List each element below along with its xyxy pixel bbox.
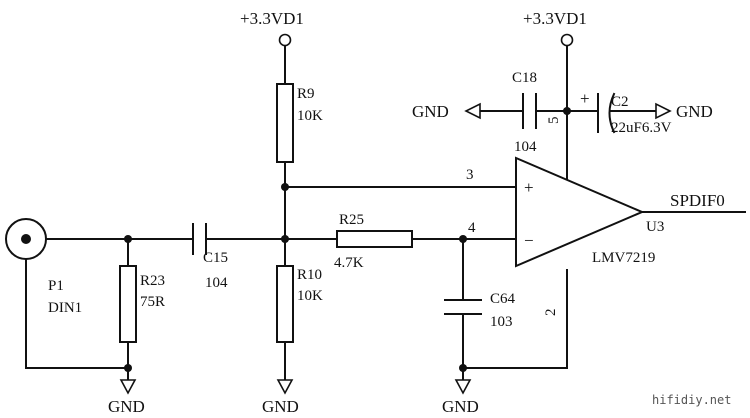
gnd-label: GND xyxy=(262,397,299,416)
opamp-u3: + − 3 4 5 2 U3 LMV7219 SPDIF0 xyxy=(466,117,725,317)
r9-value-label: 10K xyxy=(297,108,323,124)
c18-ref-label: C18 xyxy=(512,70,537,86)
ground-icon xyxy=(454,379,472,395)
resistor-r9: R9 10K xyxy=(276,83,323,163)
gnd-r23: GND xyxy=(108,379,145,416)
junction-dot xyxy=(281,235,289,243)
output-net-label: SPDIF0 xyxy=(670,191,725,210)
watermark-text: hifidiy.net xyxy=(652,393,731,407)
capacitor-c64: C64 103 xyxy=(444,291,516,330)
c64-value-label: 103 xyxy=(490,314,513,330)
opamp-plus-sign: + xyxy=(524,178,534,197)
gnd-label: GND xyxy=(442,397,479,416)
r23-value-label: 75R xyxy=(140,294,165,310)
junction-dot xyxy=(281,183,289,191)
gnd-c18: GND xyxy=(412,102,481,121)
ground-icon xyxy=(655,102,672,120)
power-right-label: +3.3VD1 xyxy=(523,9,587,28)
p1-ref-label: P1 xyxy=(48,278,64,294)
c2-polarity-mark: + xyxy=(580,89,590,108)
r9-ref-label: R9 xyxy=(297,86,315,102)
junction-dot xyxy=(124,364,132,372)
gnd-label: GND xyxy=(108,397,145,416)
u3-part-label: LMV7219 xyxy=(592,250,655,266)
pin-3-label: 3 xyxy=(466,167,474,183)
r10-ref-label: R10 xyxy=(297,267,322,283)
u3-ref-label: U3 xyxy=(646,219,664,235)
ground-icon xyxy=(276,379,294,395)
c2-ref-label: C2 xyxy=(611,94,629,110)
c15-ref-label: C15 xyxy=(203,250,228,266)
capacitor-c18: C18 104 xyxy=(512,70,537,155)
resistor-r10: R10 10K xyxy=(276,265,323,343)
c2-value-label: 22uF6.3V xyxy=(611,120,672,136)
c18-value-label: 104 xyxy=(514,139,537,155)
gnd-c2: GND xyxy=(655,102,713,121)
r23-ref-label: R23 xyxy=(140,273,165,289)
c64-ref-label: C64 xyxy=(490,291,516,307)
pin-2-label: 2 xyxy=(543,309,559,317)
capacitor-c2: + C2 22uF6.3V xyxy=(580,89,672,136)
connector-p1: P1 DIN1 xyxy=(5,218,82,316)
power-left: +3.3VD1 xyxy=(240,9,304,47)
power-terminal-icon xyxy=(560,33,574,47)
resistor-r25: R25 4.7K xyxy=(334,212,413,271)
pin-4-label: 4 xyxy=(468,220,476,236)
r25-ref-label: R25 xyxy=(339,212,364,228)
gnd-r10: GND xyxy=(262,379,299,416)
power-terminal-icon xyxy=(278,33,292,47)
gnd-label: GND xyxy=(676,102,713,121)
c15-value-label: 104 xyxy=(205,275,228,291)
r25-value-label: 4.7K xyxy=(334,255,364,271)
resistor-r23: R23 75R xyxy=(119,265,165,343)
opamp-minus-sign: − xyxy=(524,231,534,250)
p1-value-label: DIN1 xyxy=(48,300,82,316)
gnd-label: GND xyxy=(412,102,449,121)
junction-dot xyxy=(124,235,132,243)
junction-dot xyxy=(563,107,571,115)
opamp-triangle-icon xyxy=(515,156,645,268)
r10-value-label: 10K xyxy=(297,288,323,304)
junction-dot xyxy=(459,364,467,372)
power-left-label: +3.3VD1 xyxy=(240,9,304,28)
gnd-c64: GND xyxy=(442,379,479,416)
junction-dot xyxy=(459,235,467,243)
pin-5-label: 5 xyxy=(546,117,562,125)
ground-icon xyxy=(464,102,481,120)
ground-icon xyxy=(119,379,137,395)
capacitor-c15: C15 104 xyxy=(192,223,228,291)
power-right: +3.3VD1 xyxy=(523,9,587,47)
junction-dots xyxy=(124,107,571,372)
